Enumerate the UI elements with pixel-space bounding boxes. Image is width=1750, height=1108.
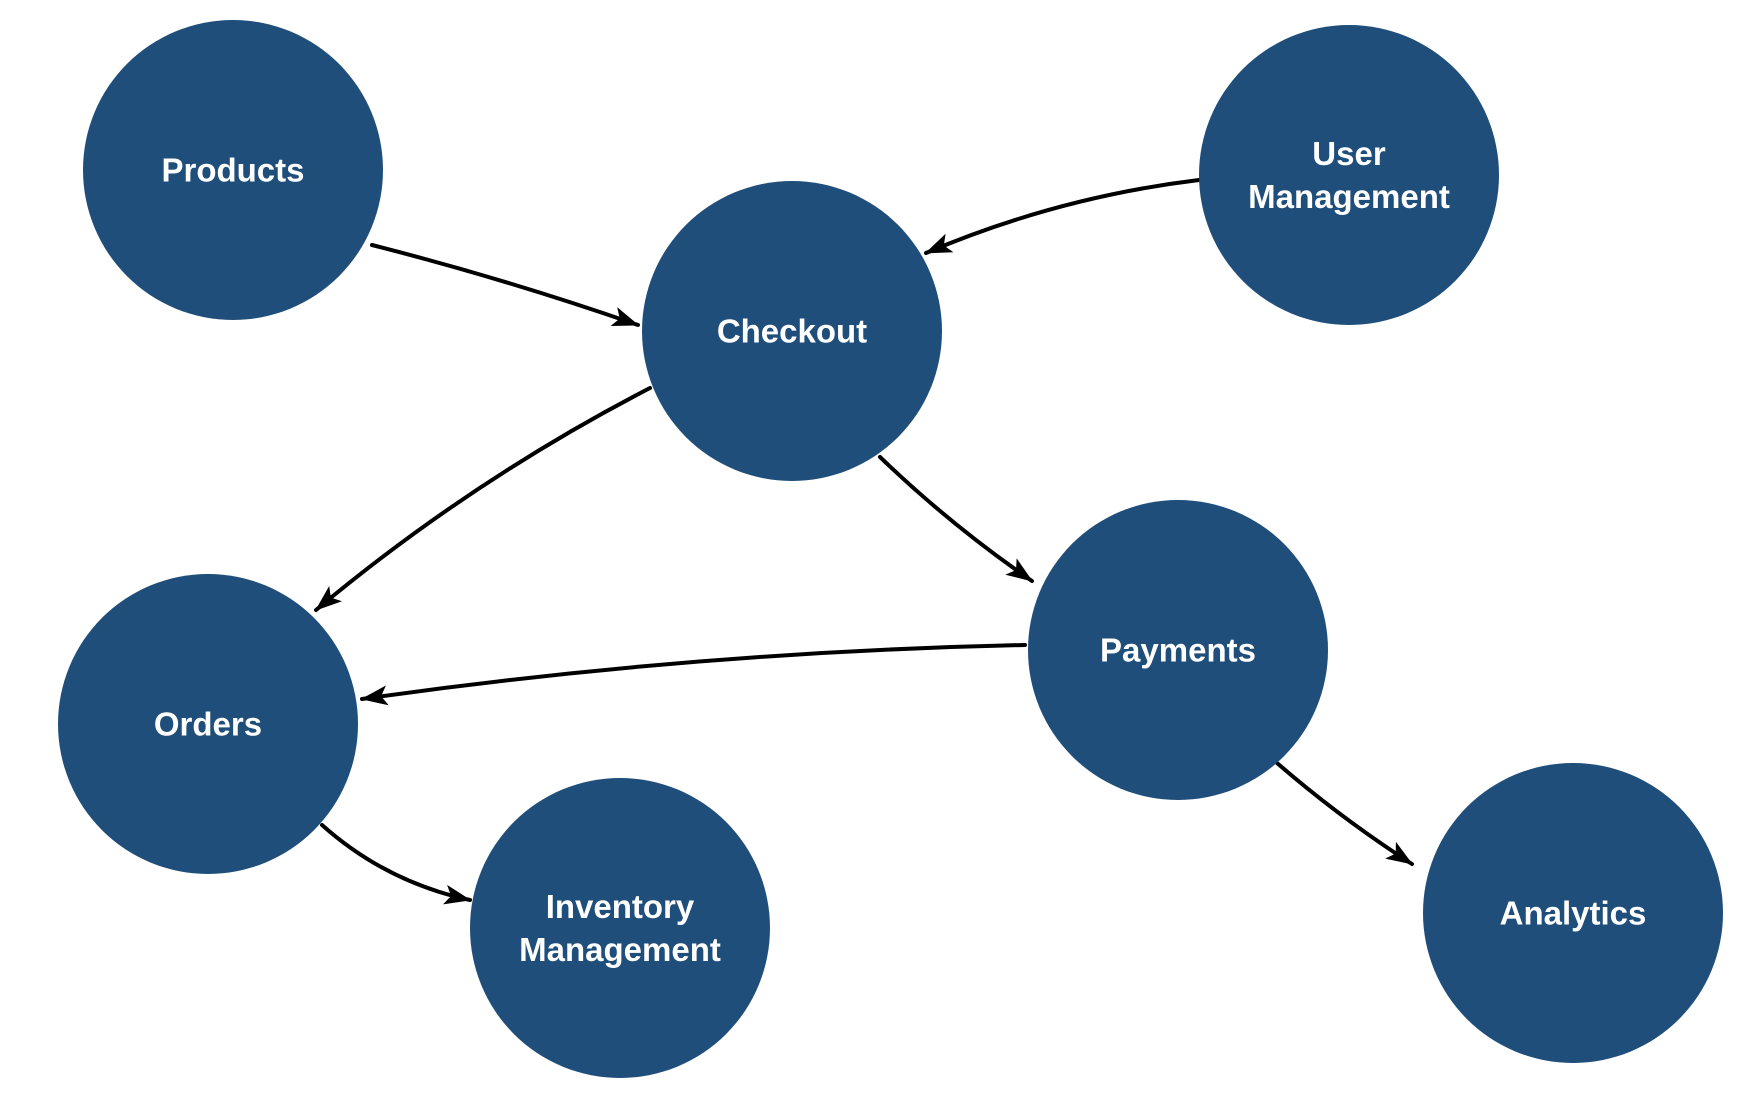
edge-payments-to-orders <box>360 643 1027 706</box>
edge-products-to-checkout <box>370 243 640 327</box>
products-circle[interactable] <box>83 20 383 320</box>
edge-payments-to-analytics <box>1275 761 1414 866</box>
node-products[interactable]: Products <box>83 20 383 320</box>
analytics-circle[interactable] <box>1423 763 1723 1063</box>
edges-layer <box>314 178 1414 905</box>
node-orders[interactable]: Orders <box>58 574 358 874</box>
user-management-circle[interactable] <box>1199 25 1499 325</box>
edge-orders-to-inventory-management <box>320 823 472 905</box>
inventory-management-circle[interactable] <box>470 778 770 1078</box>
node-payments[interactable]: Payments <box>1028 500 1328 800</box>
edge-checkout-to-payments <box>878 455 1034 583</box>
edge-user-management-to-checkout <box>924 178 1201 255</box>
node-analytics[interactable]: Analytics <box>1423 763 1723 1063</box>
edge-checkout-to-orders <box>314 386 652 612</box>
node-checkout[interactable]: Checkout <box>642 181 942 481</box>
checkout-circle[interactable] <box>642 181 942 481</box>
orders-circle[interactable] <box>58 574 358 874</box>
payments-circle[interactable] <box>1028 500 1328 800</box>
